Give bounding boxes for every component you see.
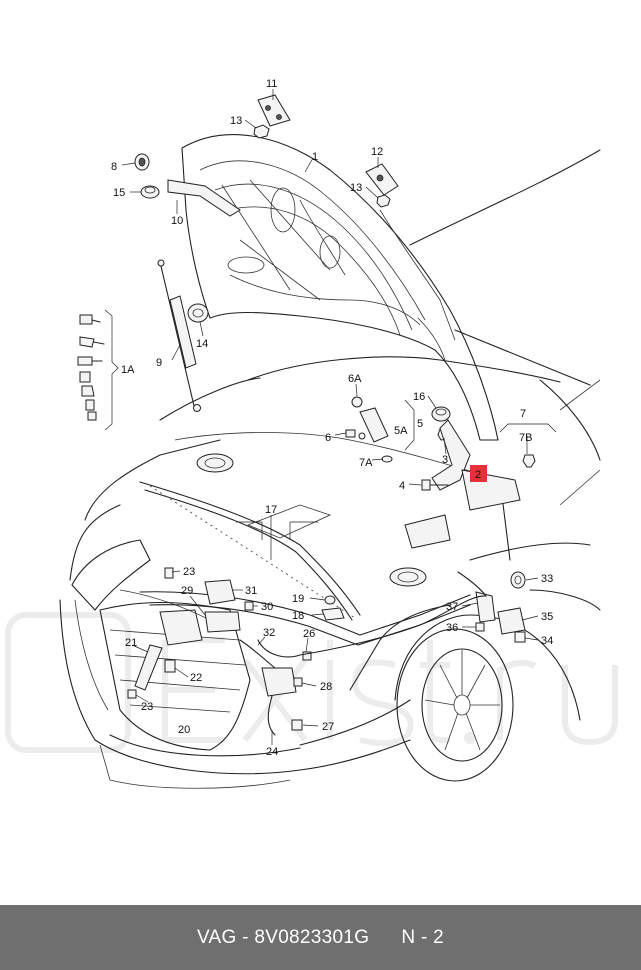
callout-34: 34 (541, 635, 553, 647)
callout-35: 35 (541, 611, 553, 623)
release-cable-part-32 (257, 595, 487, 658)
lock-carrier (139, 481, 471, 646)
callout-8: 8 (111, 161, 117, 173)
gas-strut-part-9 (157, 259, 201, 412)
callout-21: 21 (125, 637, 137, 649)
callout-7: 7 (520, 408, 526, 420)
callout-36: 36 (446, 622, 458, 634)
callout-6: 6 (325, 432, 331, 444)
callout-12: 12 (371, 146, 383, 158)
callout-30: 30 (261, 601, 273, 613)
callout-20: 20 (178, 724, 190, 736)
hinge-part-12 (365, 163, 399, 196)
hood-panel (181, 134, 499, 441)
callout-5A: 5A (394, 425, 408, 437)
callout-28: 28 (320, 681, 332, 693)
callout-27: 27 (322, 721, 334, 733)
callout-23: 23 (183, 566, 195, 578)
lock-and-cable-parts (239, 639, 312, 736)
callout-7A: 7A (359, 457, 373, 469)
bolt-part-23 (127, 567, 174, 699)
callout-16: 16 (413, 391, 425, 403)
callout-9: 9 (156, 357, 162, 369)
callout-7B: 7B (519, 432, 532, 444)
grommet-part-8 (134, 153, 150, 171)
lever-part-21 (134, 644, 163, 691)
callout-15: 15 (113, 187, 125, 199)
highlight-box (470, 465, 487, 482)
callout-2: 2 (475, 469, 481, 481)
hood-lock-part-29 (119, 589, 211, 646)
release-lever-assembly (457, 571, 526, 643)
nut-part-19 (321, 595, 345, 621)
callout-1A: 1A (121, 364, 135, 376)
callout-33: 33 (541, 573, 553, 585)
footer-part-code: VAG - 8V0823301G (196, 926, 370, 948)
callout-22: 22 (190, 672, 202, 684)
clip-part-30 (244, 601, 254, 611)
callout-18: 18 (292, 610, 304, 622)
seal-part-17 (236, 514, 451, 549)
bolt-part-4 (421, 479, 449, 491)
bump-stop-part-16 (431, 406, 451, 422)
callout-4: 4 (399, 480, 405, 492)
callout-37: 37 (446, 601, 458, 613)
callout-3: 3 (442, 454, 448, 466)
screw-set-1A (77, 309, 119, 431)
callout-10: 10 (171, 215, 183, 227)
watermark-logo (5, 612, 618, 753)
callout-31: 31 (245, 585, 257, 597)
callout-29: 29 (181, 585, 193, 597)
nut-part-13 (253, 124, 391, 208)
callout-11: 11 (266, 78, 277, 90)
bump-stop-part-15 (140, 185, 160, 199)
lock-part-22 (164, 659, 176, 673)
clip-part-7B (499, 423, 557, 468)
leader-lines (121, 89, 539, 745)
bracket-part-31 (204, 579, 241, 633)
callout-1: 1 (312, 151, 318, 163)
parts-diagram: 11 13 1 12 8 13 15 10 14 9 1A 6A 16 7 5 … (5, 78, 618, 789)
callout-13: 13 (230, 115, 242, 127)
seal-strip-part-10 (167, 179, 241, 217)
car-body (59, 149, 601, 789)
callout-23: 23 (141, 701, 153, 713)
callout-13: 13 (350, 182, 362, 194)
callout-5: 5 (417, 418, 423, 430)
footer-page-ref: N - 2 (401, 926, 445, 948)
footer-bar: VAG - 8V0823301G N - 2 (0, 905, 641, 970)
callout-32: 32 (263, 627, 275, 639)
callout-19: 19 (292, 593, 304, 605)
callout-6A: 6A (348, 373, 362, 385)
callout-24: 24 (266, 746, 278, 758)
callout-14: 14 (196, 338, 208, 350)
callout-26: 26 (303, 628, 315, 640)
hood-latch-arm-cluster (345, 396, 415, 451)
grommet-part-33 (510, 571, 526, 589)
grommet-part-14 (187, 303, 209, 323)
callout-17: 17 (265, 504, 277, 516)
washer-part-7A (381, 455, 393, 463)
callout-labels: 11 13 1 12 8 13 15 10 14 9 1A 6A 16 7 5 … (111, 78, 553, 758)
hinge-part-11 (257, 94, 291, 127)
